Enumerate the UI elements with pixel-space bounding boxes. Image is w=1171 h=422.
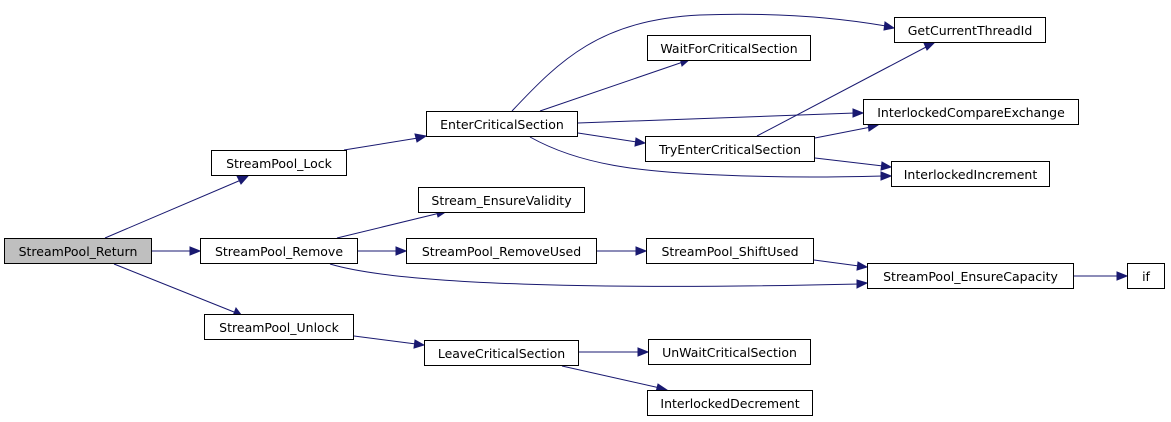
edge-arrowhead [635, 246, 648, 256]
edge-streampool-remove-to-stream-ensurevalidity [336, 208, 449, 239]
node-interlockedcompareexchange[interactable]: InterlockedCompareExchange [863, 99, 1079, 125]
node-interlockeddecrement[interactable]: InterlockedDecrement [647, 390, 813, 416]
node-streampool-remove[interactable]: StreamPool_Remove [200, 238, 358, 264]
edge-arrowhead [236, 175, 250, 185]
edge-line [343, 137, 419, 151]
edge-entercriticalsection-to-getcurrentthreadid [511, 13, 896, 112]
edge-streampool-unlock-to-leavecriticalsection [353, 335, 426, 349]
node-streampool-lock[interactable]: StreamPool_Lock [211, 150, 347, 176]
edge-arrowhead [413, 339, 426, 349]
edge-tryentercriticalsection-to-interlockedincrement [814, 157, 893, 171]
edge-arrowhead [637, 347, 650, 357]
edge-entercriticalsection-to-interlockedincrement [529, 136, 893, 181]
edge-arrowhead [880, 161, 893, 171]
edge-streampool-return-to-streampool-unlock [113, 263, 243, 317]
node-streampool-unlock[interactable]: StreamPool_Unlock [204, 314, 354, 340]
node-waitforcriticalsection[interactable]: WaitForCriticalSection [647, 35, 811, 61]
edge-streampool-remove-to-streampool-removeused [358, 246, 408, 256]
edge-entercriticalsection-to-interlockedcompareexchange [577, 108, 865, 124]
edge-line [756, 45, 929, 137]
node-streampool-return: StreamPool_Return [4, 238, 152, 264]
edge-line [113, 263, 235, 313]
edge-arrowhead [856, 279, 869, 289]
edge-streampool-lock-to-entercriticalsection [343, 133, 428, 151]
edge-streampool-removeused-to-streampool-shiftused [597, 246, 648, 256]
node-entercriticalsection[interactable]: EnterCriticalSection [426, 111, 578, 137]
edge-line [511, 13, 887, 112]
edge-streampool-return-to-streampool-remove [152, 246, 202, 256]
edge-line [353, 335, 417, 345]
node-streampool-shiftused[interactable]: StreamPool_ShiftUsed [646, 238, 814, 264]
edge-streampool-return-to-streampool-lock [104, 175, 250, 239]
edge-arrowhead [880, 171, 893, 181]
node-if[interactable]: if [1127, 263, 1165, 289]
edge-arrowhead [923, 42, 936, 51]
edge-arrowhead [395, 246, 408, 256]
edge-streampool-remove-to-streampool-ensurecapacity [329, 263, 869, 289]
edge-line [561, 365, 661, 389]
edge-arrowhead [856, 261, 869, 271]
node-getcurrentthreadid[interactable]: GetCurrentThreadId [894, 17, 1046, 43]
edge-line [814, 157, 884, 167]
edge-line [814, 126, 872, 139]
node-unwaitcriticalsection[interactable]: UnWaitCriticalSection [648, 339, 811, 365]
edge-arrowhead [852, 108, 865, 118]
edge-line [577, 132, 638, 143]
edge-arrowhead [414, 133, 428, 143]
edge-entercriticalsection-to-waitforcriticalsection [539, 57, 692, 112]
edge-tryentercriticalsection-to-getcurrentthreadid [756, 42, 936, 137]
edge-streampool-shiftused-to-streampool-ensurecapacity [813, 259, 869, 271]
node-stream-ensurevalidity[interactable]: Stream_EnsureValidity [418, 187, 585, 213]
edge-line [329, 263, 861, 287]
node-tryentercriticalsection[interactable]: TryEnterCriticalSection [645, 136, 815, 162]
node-streampool-ensurecapacity[interactable]: StreamPool_EnsureCapacity [867, 263, 1074, 289]
edge-line [539, 61, 684, 112]
edge-line [577, 112, 856, 124]
edge-line [813, 259, 860, 267]
edge-streampool-ensurecapacity-to-if [1074, 271, 1129, 281]
node-leavecriticalsection[interactable]: LeaveCriticalSection [424, 340, 579, 366]
edge-tryentercriticalsection-to-interlockedcompareexchange [814, 122, 880, 139]
edge-leavecriticalsection-to-interlockeddecrement [561, 365, 669, 393]
edge-line [104, 179, 242, 239]
edge-leavecriticalsection-to-unwaitcriticalsection [579, 347, 650, 357]
edge-arrowhead [1116, 271, 1129, 281]
edge-entercriticalsection-to-tryentercriticalsection [577, 132, 647, 147]
edge-arrowhead [634, 137, 647, 147]
edge-arrowhead [189, 246, 202, 256]
node-streampool-removeused[interactable]: StreamPool_RemoveUsed [406, 238, 597, 264]
edge-line [529, 136, 884, 178]
edge-arrowhead [883, 21, 896, 31]
edge-line [336, 212, 441, 239]
node-interlockedincrement[interactable]: InterlockedIncrement [891, 161, 1050, 187]
